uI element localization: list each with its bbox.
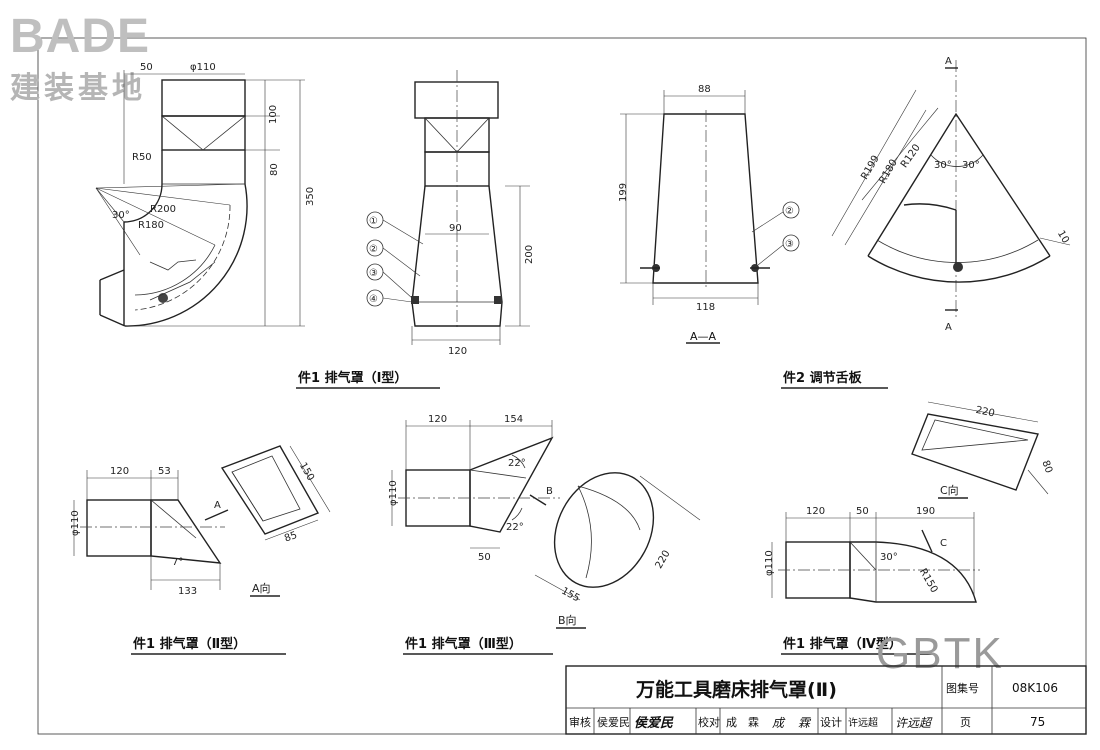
dim-30deg-right: 30° — [962, 160, 980, 171]
cut-label-bottom: A — [945, 322, 952, 333]
tb-checker-sign-2: 霖 — [798, 716, 812, 730]
dim-30deg: 30° — [112, 210, 130, 221]
dim-199: 199 — [618, 183, 629, 202]
t4-dim-30deg: 30° — [880, 552, 898, 563]
elbow-hood-view — [95, 70, 305, 327]
title-block — [565, 665, 1087, 735]
t4-dim-r150: R150 — [917, 567, 940, 595]
t3-dim-50: 50 — [478, 552, 491, 563]
t4-dim-190: 190 — [916, 506, 935, 517]
tb-designer: 许远超 — [848, 716, 878, 729]
tb-page-number: 75 — [1030, 715, 1045, 729]
sheet-title: 万能工具磨床排气罩(Ⅱ) — [635, 678, 837, 701]
t4-view-dim-220: 220 — [975, 405, 996, 420]
logo: BADE 建装基地 — [10, 10, 150, 106]
dim-30deg-left: 30° — [934, 160, 952, 171]
damper-section-view — [620, 90, 800, 344]
callout-4: ④ — [369, 294, 378, 305]
dim-90: 90 — [449, 223, 462, 234]
dim-350: 350 — [305, 187, 316, 206]
t2-dim-phi110: φ110 — [70, 510, 81, 536]
section-callout-3: ③ — [785, 239, 794, 250]
t3-view-dim-155: 155 — [559, 586, 581, 605]
dim-r180: R180 — [877, 158, 900, 186]
dim-r200: R200 — [150, 204, 176, 215]
t2-view-label: A向 — [252, 581, 271, 595]
t2-dim-53: 53 — [158, 466, 171, 477]
atlas-number: 08K106 — [1012, 681, 1058, 695]
tb-design-label: 设计 — [820, 716, 842, 729]
t3-dim-phi110: φ110 — [388, 480, 399, 506]
t3-dim-22deg-top: 22° — [508, 458, 526, 469]
tb-check-label: 校对 — [698, 715, 720, 729]
dim-100: 100 — [268, 105, 279, 124]
dim-r180: R180 — [138, 220, 164, 231]
t3-view-label: B向 — [558, 613, 577, 627]
dim-r50: R50 — [132, 152, 152, 163]
t3-view-arrow: B — [546, 486, 553, 497]
tb-page-label: 页 — [960, 716, 971, 729]
t4-view-dim-80: 80 — [1039, 459, 1054, 475]
dim-200: 200 — [524, 245, 535, 264]
dim-50: 50 — [140, 62, 153, 73]
t4-view-label: C向 — [940, 483, 959, 497]
dim-10: 10 — [1055, 229, 1071, 246]
hood-type2-view — [73, 445, 331, 590]
cut-label-top: A — [945, 56, 952, 67]
t2-dim-133: 133 — [178, 586, 197, 597]
hood-side-view — [366, 70, 530, 345]
caption-type1: 件1 排气罩（Ⅰ型） — [298, 370, 407, 386]
section-callout-2: ② — [785, 206, 794, 217]
t2-view-dim-85: 85 — [283, 530, 299, 545]
t4-dim-phi110: φ110 — [764, 550, 775, 576]
caption-part2: 件2 调节舌板 — [783, 370, 863, 386]
t3-dim-22deg-bottom: 22° — [506, 522, 524, 533]
dim-phi110: φ110 — [190, 62, 216, 73]
tb-checker-1: 成 — [726, 716, 737, 729]
tb-designer-sign: 许远超 — [895, 716, 933, 730]
tb-reviewer: 侯爱民 — [597, 715, 630, 729]
dim-88: 88 — [698, 84, 711, 95]
hood-type4-view — [771, 401, 1049, 603]
logo-brand: BADE — [10, 10, 150, 63]
hood-type3-view — [391, 420, 701, 601]
t2-view-arrow: A — [214, 500, 221, 511]
tb-checker-2: 霖 — [748, 716, 759, 729]
t3-dim-120: 120 — [428, 414, 447, 425]
t4-dim-120: 120 — [806, 506, 825, 517]
tb-checker-sign-1: 成 — [772, 716, 786, 730]
damper-fan-view — [831, 60, 1071, 318]
atlas-label: 图集号 — [946, 681, 979, 695]
dim-120: 120 — [448, 346, 467, 357]
tb-reviewer-sign: 侯爱民 — [634, 715, 674, 731]
t3-view-dim-220: 220 — [654, 549, 673, 571]
logo-subtitle: 建装基地 — [10, 71, 146, 106]
caption-type4: 件1 排气罩（Ⅳ型） — [783, 636, 902, 652]
dim-80: 80 — [269, 163, 280, 176]
dim-118: 118 — [696, 302, 715, 313]
t3-dim-154: 154 — [504, 414, 523, 425]
t2-dim-7deg: 7° — [172, 557, 183, 568]
t2-dim-120: 120 — [110, 466, 129, 477]
t4-view-arrow: C — [940, 538, 947, 549]
callout-3: ③ — [369, 268, 378, 279]
sheet-border — [37, 37, 1087, 735]
callout-2: ② — [369, 244, 378, 255]
section-label: A—A — [690, 330, 717, 343]
tb-review-label: 审核 — [569, 715, 591, 729]
caption-type2: 件1 排气罩（Ⅱ型） — [133, 636, 246, 652]
dim-r120: R120 — [899, 142, 923, 170]
caption-type3: 件1 排气罩（Ⅲ型） — [405, 636, 522, 652]
t4-dim-50: 50 — [856, 506, 869, 517]
watermark: GBTK — [876, 629, 1004, 678]
callout-1: ① — [369, 216, 378, 227]
